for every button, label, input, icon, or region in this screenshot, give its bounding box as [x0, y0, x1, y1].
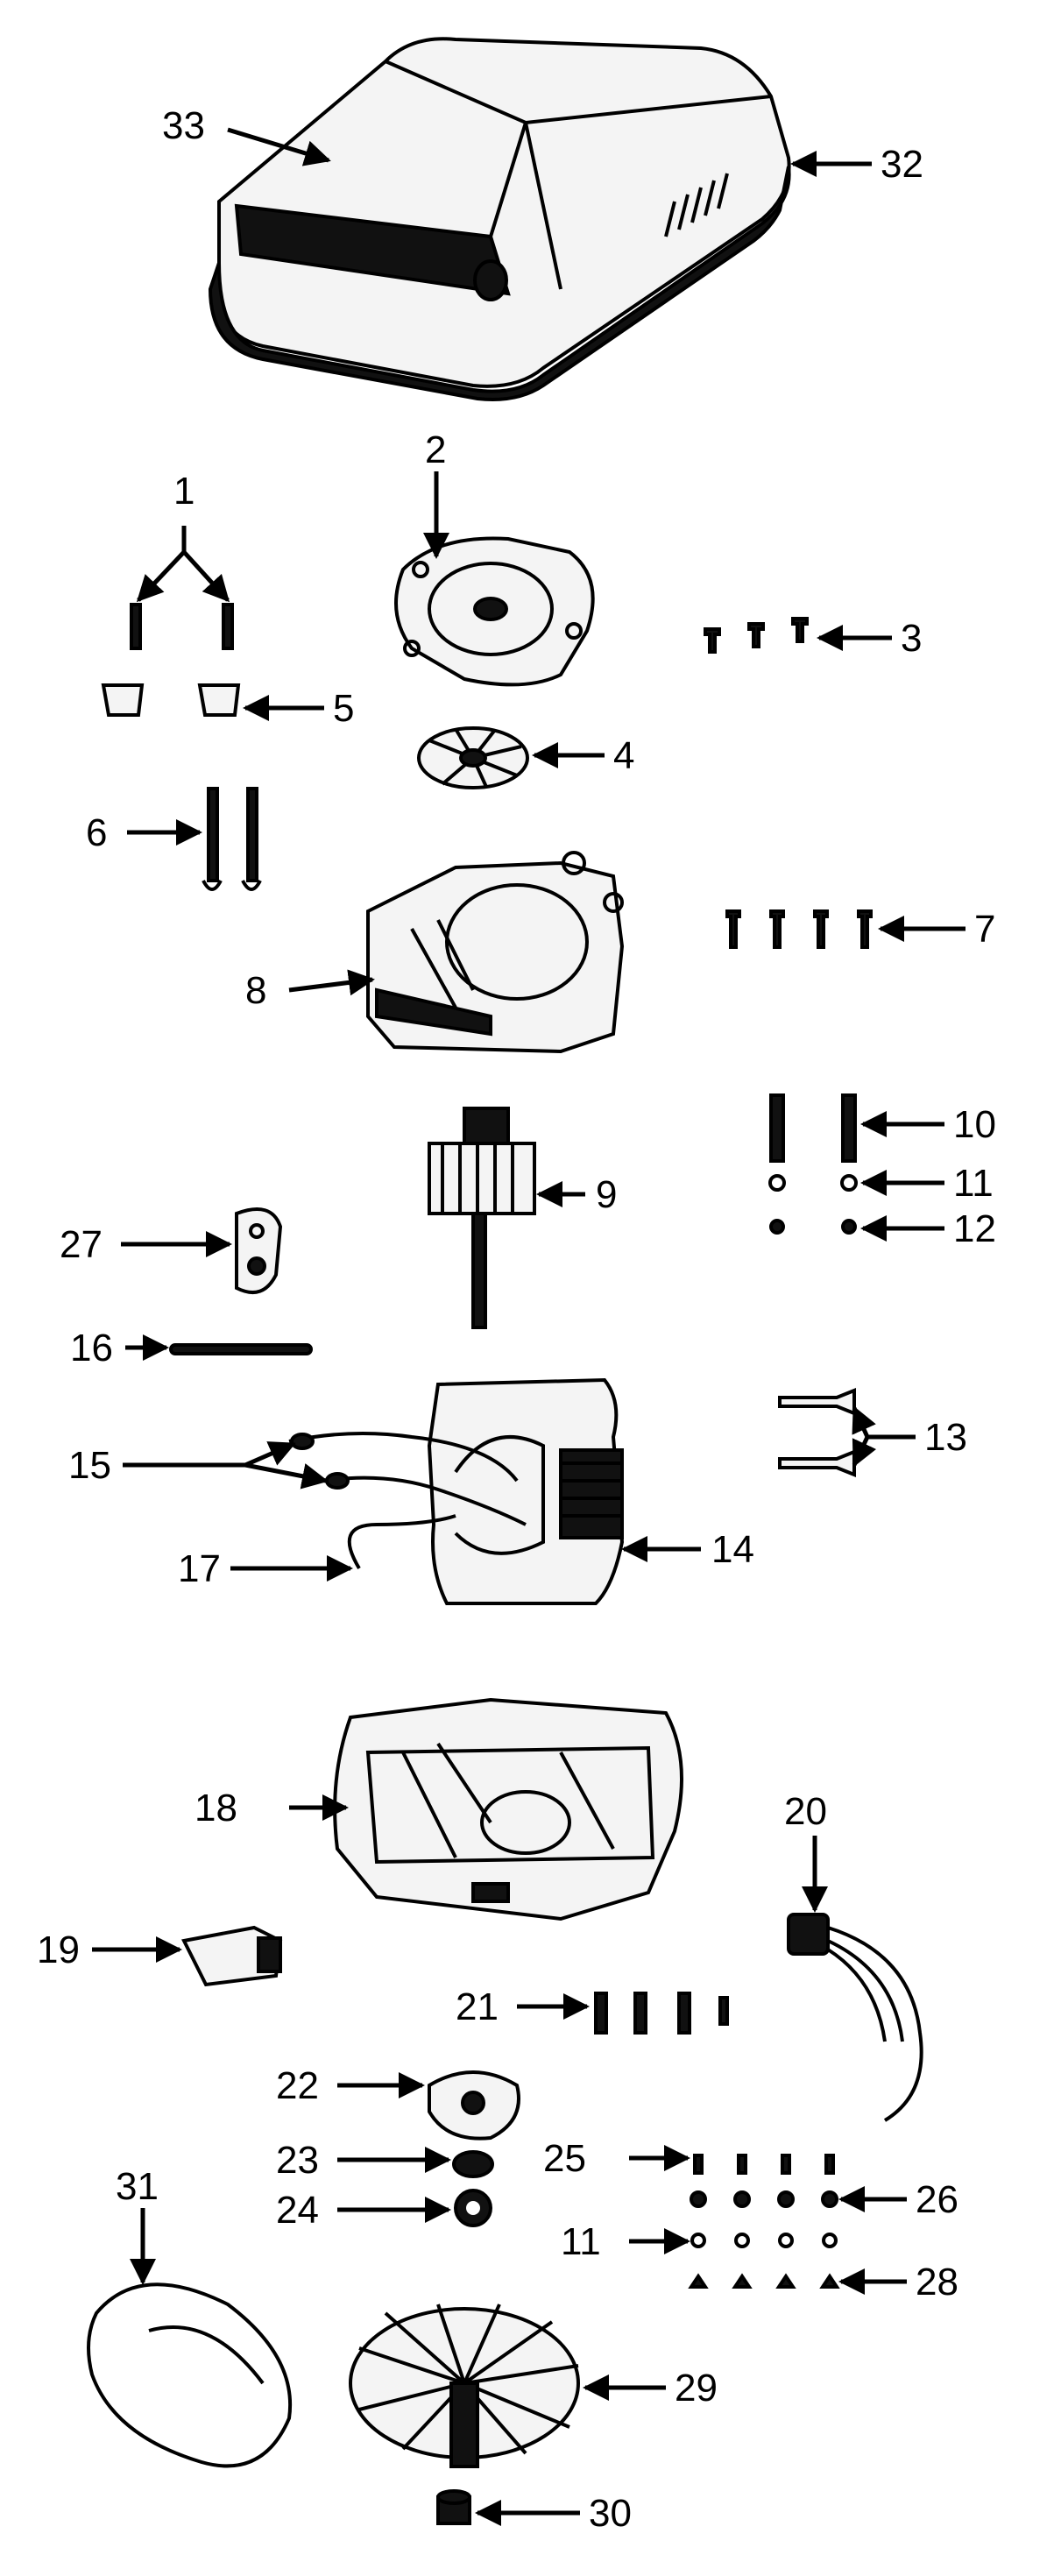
- bracket-part: [235, 1207, 283, 1294]
- callout-15: 15: [68, 1444, 111, 1487]
- washers-11b-part: [690, 2233, 838, 2248]
- callout-25: 25: [543, 2137, 586, 2180]
- brush-screws-part: [130, 603, 234, 650]
- brush-clips-part: [101, 683, 241, 717]
- hood-cover-part: [208, 37, 791, 401]
- rod-part: [169, 1343, 313, 1355]
- screws-7-part: [725, 909, 873, 949]
- callout-23: 23: [276, 2139, 319, 2182]
- callout-1: 1: [173, 470, 195, 513]
- callout-11b: 11: [561, 2220, 601, 2263]
- callout-19: 19: [37, 1928, 80, 1971]
- nuts-12-part: [769, 1219, 857, 1235]
- callout-31: 31: [116, 2165, 159, 2208]
- callout-9: 9: [596, 1173, 617, 1216]
- armature-part: [428, 1107, 536, 1329]
- callout-3: 3: [901, 617, 922, 660]
- callout-labels: 33 32 2 1 3 5 4 6 7 8 10 11 9 12 27 16 1…: [37, 104, 996, 2535]
- callout-24: 24: [276, 2189, 319, 2232]
- motor-housing-part: [366, 851, 625, 1054]
- callout-26: 26: [916, 2178, 958, 2221]
- callout-30: 30: [589, 2492, 632, 2535]
- motor-cover-plate-part: [394, 536, 595, 687]
- main-frame-part: [333, 1697, 683, 1921]
- field-leads-part: [288, 1432, 527, 1526]
- callout-4: 4: [613, 734, 634, 777]
- carbon-brushes-part: [202, 787, 262, 891]
- power-cord-part: [787, 1913, 923, 2122]
- screws-25-part: [693, 2154, 835, 2175]
- callout-14: 14: [711, 1528, 754, 1571]
- bearing-housing-part: [428, 2070, 520, 2141]
- impeller-nut-part: [436, 2489, 471, 2525]
- lead-wire-part: [347, 1514, 456, 1570]
- callout-29: 29: [675, 2367, 718, 2410]
- vent-slots: [664, 173, 729, 237]
- feet-28-part: [688, 2273, 840, 2289]
- callout-28: 28: [916, 2261, 958, 2304]
- screws-21-part: [594, 1992, 729, 2035]
- callout-27: 27: [60, 1223, 103, 1266]
- callout-10: 10: [953, 1103, 996, 1146]
- gasket-ring-part: [87, 2282, 293, 2468]
- bearing-part: [452, 2150, 494, 2178]
- nuts-26-part: [690, 2190, 838, 2208]
- callout-6: 6: [86, 811, 107, 854]
- callout-2: 2: [425, 428, 446, 471]
- washers-11-part: [768, 1174, 858, 1192]
- cooling-fan-part: [417, 726, 529, 789]
- callout-16: 16: [70, 1327, 113, 1369]
- callout-17: 17: [178, 1547, 221, 1590]
- wire-connectors-part: [778, 1388, 856, 1477]
- screws-3-part: [704, 617, 809, 654]
- washer-24-part: [454, 2189, 492, 2227]
- callout-8: 8: [245, 969, 266, 1012]
- callout-18: 18: [195, 1787, 237, 1829]
- callout-13: 13: [924, 1416, 967, 1459]
- callout-12: 12: [953, 1207, 996, 1250]
- callout-32: 32: [881, 143, 923, 186]
- callout-7: 7: [974, 908, 995, 951]
- callout-5: 5: [333, 687, 354, 730]
- callout-20: 20: [784, 1790, 827, 1833]
- callout-22: 22: [276, 2064, 319, 2107]
- callout-33: 33: [162, 104, 205, 147]
- leader-lines: [92, 127, 966, 2526]
- callout-11a: 11: [953, 1162, 994, 1205]
- bolts-10-part: [769, 1093, 857, 1163]
- switch-part: [181, 1925, 283, 1987]
- impeller-fan-part: [349, 2304, 580, 2468]
- callout-21: 21: [456, 1985, 499, 2028]
- field-coil-part: [427, 1377, 625, 1605]
